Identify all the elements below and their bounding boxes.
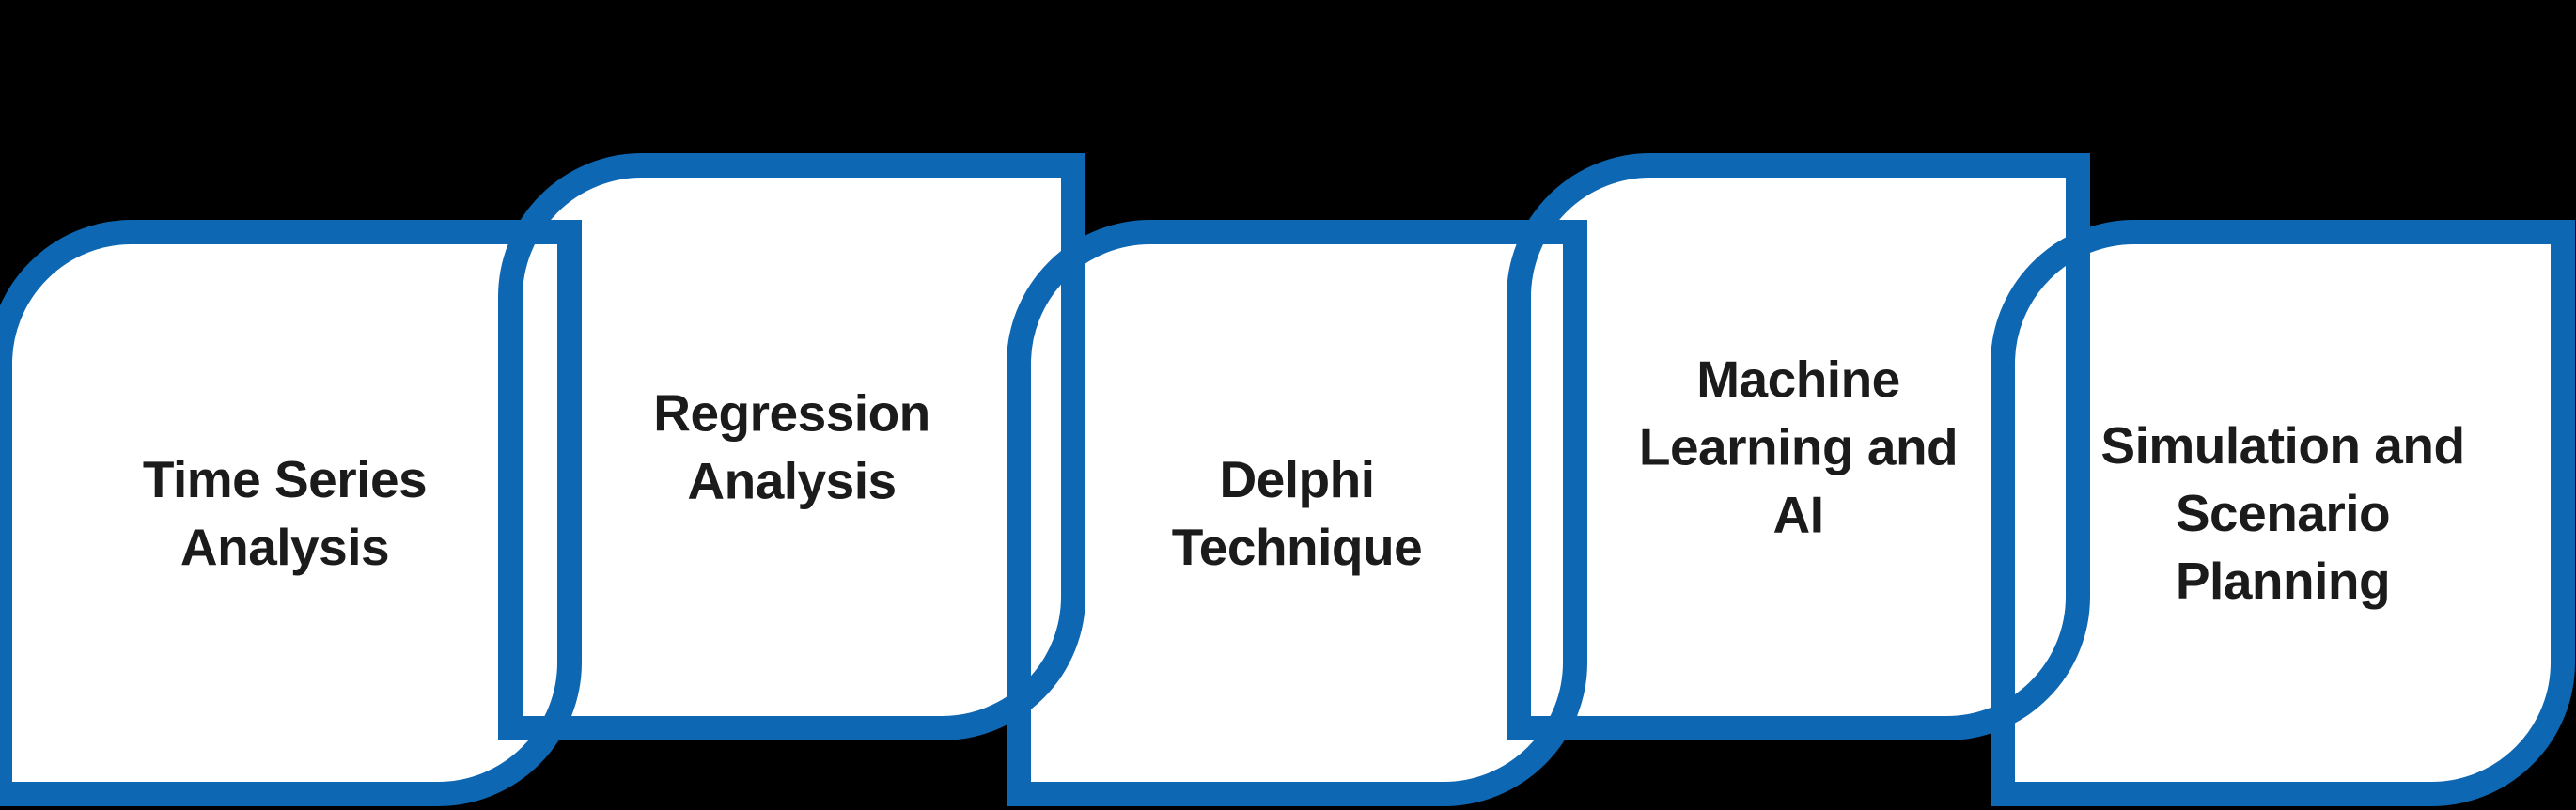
card-time-series-analysis-border: [0, 220, 582, 806]
card-label-line: Regression: [653, 384, 930, 443]
card-label-line: Planning: [2176, 552, 2390, 610]
card-machine-learning-and-ai-border: [1507, 153, 2090, 740]
card-time-series-analysis-fill: [0, 232, 570, 794]
card-delphi-technique-border: [1007, 220, 1587, 806]
card-delphi-technique-fill: [1019, 232, 1575, 794]
card-label-line: Analysis: [180, 518, 389, 576]
card-simulation-and-scenario-planning-border: [1991, 220, 2575, 806]
card-label-line: Time Series: [143, 450, 427, 508]
card-label-line: Scenario: [2176, 484, 2390, 542]
card-label-line: Delphi: [1219, 450, 1374, 508]
card-regression-analysis-fill: [510, 165, 1073, 728]
card-label-line: Machine: [1696, 350, 1900, 409]
card-machine-learning-and-ai-fill: [1519, 165, 2078, 728]
card-label-line: Learning and: [1639, 418, 1958, 476]
card-regression-analysis-border: [498, 153, 1085, 740]
card-label-line: Simulation and: [2100, 416, 2464, 475]
card-label-line: AI: [1773, 486, 1824, 544]
card-label-line: Analysis: [687, 452, 896, 510]
card-label-line: Technique: [1172, 518, 1422, 576]
card-simulation-and-scenario-planning-fill: [2003, 232, 2563, 794]
